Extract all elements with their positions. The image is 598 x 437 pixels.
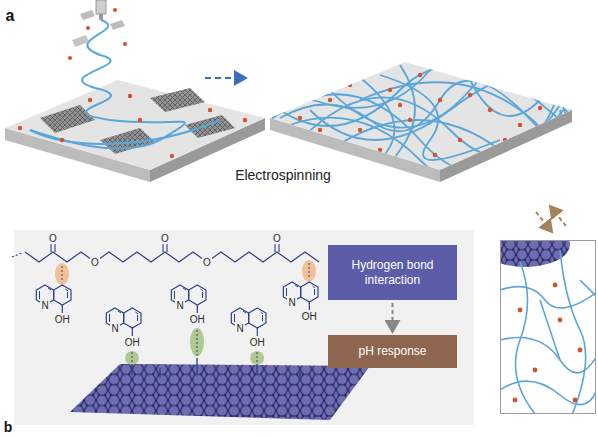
process-label: Electrospinning [235,168,331,183]
process-box: pH response [328,335,457,368]
process-box: Hydrogen bond interaction [328,245,457,300]
atom-label: N [287,297,296,308]
box-label: Hydrogen bond interaction [338,258,447,288]
panel-letter: a [6,7,15,25]
panel-letter: b [4,420,13,435]
atom-label: O [272,233,282,244]
atom-label: N [175,300,184,311]
atom-label: O [160,233,170,244]
atom-label: N [40,300,49,311]
atom-label: O [90,257,100,268]
atom-label: N [110,323,119,334]
atom-label: OH [54,314,71,325]
atom-label: N [235,323,244,334]
box-label: pH response [358,344,426,359]
atom-label: OH [124,337,141,348]
atom-label: OH [249,337,266,348]
atom-label: OH [301,311,318,322]
dashed-arrow [392,303,394,332]
atom-label: O [48,233,58,244]
atom-label: OH [189,314,206,325]
atom-label: O [202,257,212,268]
